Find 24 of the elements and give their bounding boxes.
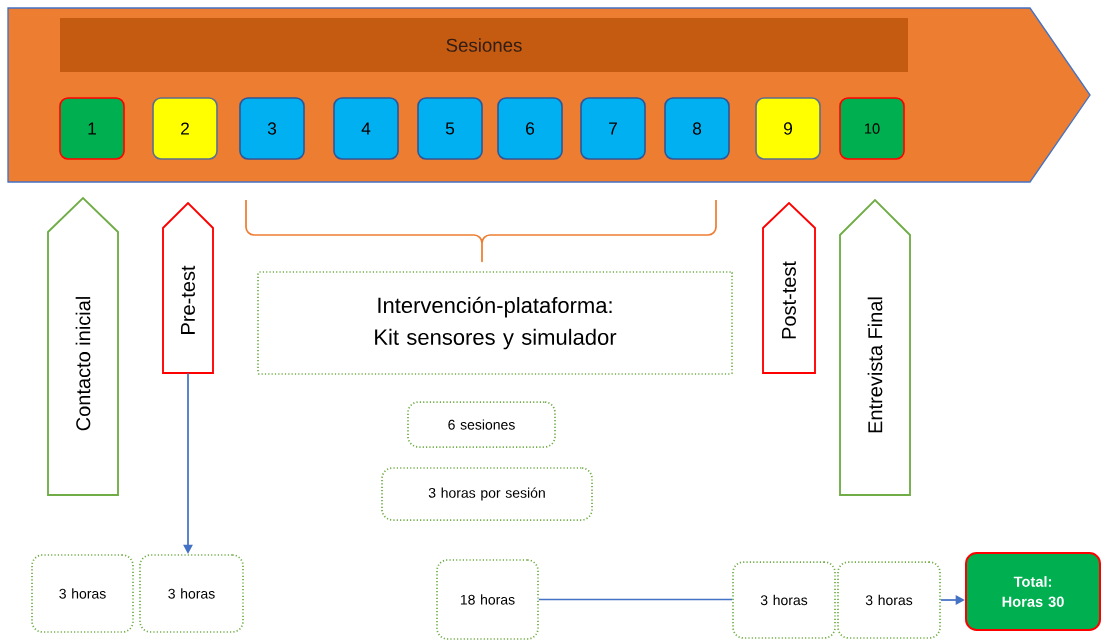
session-box: 2 [152,97,218,160]
session-box: 4 [333,97,399,160]
milestone-tag: Entrevista Final [839,198,911,496]
session-box: 3 [239,97,305,160]
session-box: 5 [417,97,483,160]
note-box: 18 horas [436,559,539,640]
session-box: 8 [664,97,730,160]
session-box: 1 [59,97,125,160]
note-box: 3 horas [31,554,134,633]
session-box: 10 [839,97,905,160]
milestone-tag: Pre-test [162,201,214,374]
header-bar: Sesiones [60,18,908,72]
session-box: 7 [580,97,646,160]
note-box: 3 horas [837,561,941,639]
note-box: Intervención-plataforma: Kit sensores y simulador [257,271,733,375]
session-box: 6 [497,97,563,160]
total-box: Total: Horas 30 [965,552,1101,631]
session-box: 9 [755,97,821,160]
note-box: 6 sesiones [407,401,556,448]
note-box: 3 horas [732,561,836,639]
milestone-tag: Contacto inicial [47,196,119,496]
note-box: 3 horas por sesión [381,467,593,521]
note-box: 3 horas [139,554,244,633]
milestone-tag: Post-test [762,201,816,374]
